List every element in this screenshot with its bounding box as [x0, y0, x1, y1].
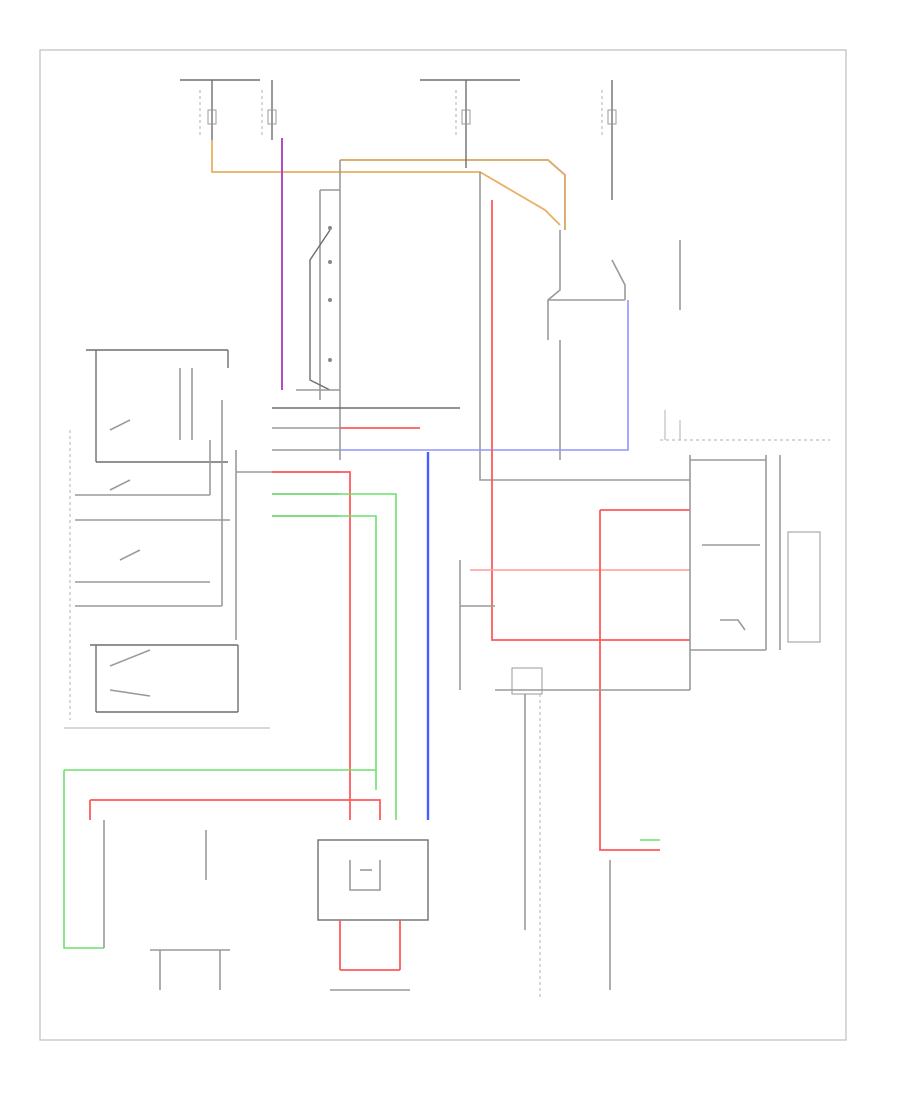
- bottom-left: [103, 820, 230, 990]
- lower-center: [459, 560, 690, 1000]
- diagram-frame: [39, 49, 847, 1041]
- fuse-2: [267, 109, 277, 125]
- junction-module: [296, 160, 341, 460]
- motor-block: [787, 531, 821, 643]
- motor-switch-box: [317, 839, 429, 921]
- green-circuit: [63, 493, 660, 949]
- fuse-bus-top: [180, 79, 617, 140]
- right-feed: [340, 172, 690, 641]
- left-switch-box: [69, 349, 230, 720]
- connector-stubs: [235, 407, 460, 640]
- control-unit: [660, 410, 830, 690]
- red-circuit: [89, 427, 690, 851]
- passenger-switch: [64, 644, 270, 729]
- fuse-1: [207, 109, 217, 125]
- connector-box: [511, 667, 543, 695]
- feed-wires-top: [211, 138, 613, 390]
- window-motor-block: [317, 839, 429, 991]
- fuse-3: [461, 109, 471, 125]
- fuse-4: [607, 109, 617, 125]
